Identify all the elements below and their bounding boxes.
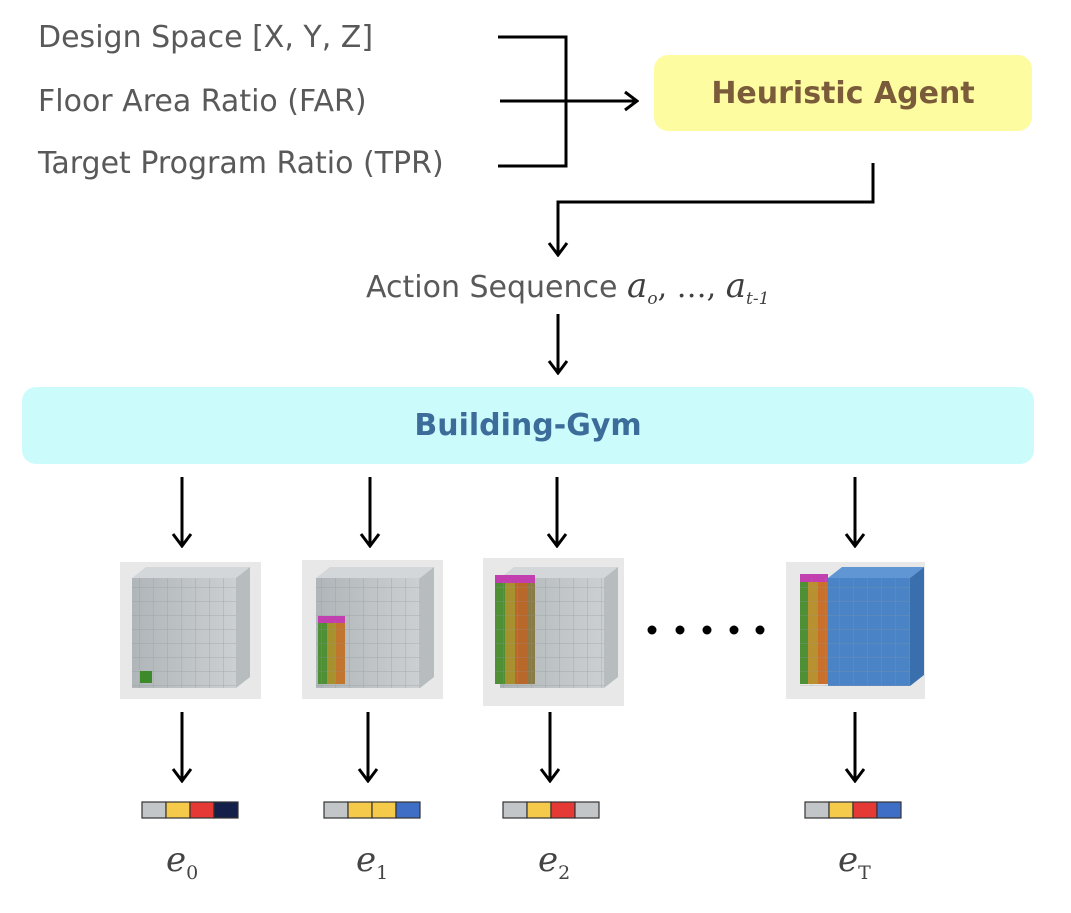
building-state-0-image xyxy=(120,562,261,699)
action-sequence-prefix: Action Sequence xyxy=(366,270,618,305)
heuristic-agent-label: Heuristic Agent xyxy=(711,75,975,111)
encoding-cell-2-0 xyxy=(502,801,528,819)
encoding-cell-1-1 xyxy=(347,801,373,819)
action-last-subscript: t-1 xyxy=(746,289,770,309)
sequence-gap-dots xyxy=(647,625,765,635)
state-subscript-eT: T xyxy=(858,861,871,884)
encoding-cell-0-1 xyxy=(165,801,191,819)
encoding-cell-3-0 xyxy=(804,801,830,819)
design-space-label: Design Space [X, Y, Z] xyxy=(38,20,374,55)
state-label-eT: eT xyxy=(838,840,871,884)
state-label-e2: e2 xyxy=(538,840,570,884)
encoding-cell-3-1 xyxy=(828,801,854,819)
action-first-symbol: a xyxy=(627,266,648,306)
action-separator: , xyxy=(657,270,668,305)
encoding-cell-2-1 xyxy=(526,801,552,819)
state-label-e0: e0 xyxy=(166,840,198,884)
heuristic-agent-box: Heuristic Agent xyxy=(654,55,1032,131)
state-label-e1: e1 xyxy=(356,840,388,884)
building-state-2-image xyxy=(483,558,624,706)
encoding-cell-1-0 xyxy=(323,801,349,819)
arrow-agent-to-actions xyxy=(558,163,875,255)
building-gym-label: Building-Gym xyxy=(414,408,642,443)
state-symbol-e2: e xyxy=(538,840,559,880)
encoding-cell-0-3 xyxy=(213,801,239,819)
encoding-cell-0-2 xyxy=(189,801,215,819)
state-symbol-eT: e xyxy=(838,840,859,880)
action-sequence-label: Action Sequence ao, …, at-1 xyxy=(366,266,769,309)
encoding-cell-3-3 xyxy=(876,801,902,819)
encoding-cell-2-2 xyxy=(550,801,576,819)
building-state-T-image xyxy=(786,562,925,699)
action-first-subscript: o xyxy=(647,289,658,309)
target-program-ratio-label: Target Program Ratio (TPR) xyxy=(38,146,444,181)
encoding-cell-0-0 xyxy=(141,801,167,819)
encoding-cell-1-3 xyxy=(395,801,421,819)
action-last-symbol: a xyxy=(725,266,747,306)
building-gym-box: Building-Gym xyxy=(22,387,1034,464)
action-ellipsis: …, xyxy=(667,270,717,305)
encoding-cell-1-2 xyxy=(371,801,397,819)
state-subscript-e0: 0 xyxy=(186,861,199,884)
floor-area-ratio-label: Floor Area Ratio (FAR) xyxy=(38,84,367,119)
state-symbol-e0: e xyxy=(166,840,187,880)
state-subscript-e1: 1 xyxy=(376,861,389,884)
building-state-1-image xyxy=(302,560,443,699)
encoding-cell-2-3 xyxy=(574,801,600,819)
encoding-cell-3-2 xyxy=(852,801,878,819)
state-symbol-e1: e xyxy=(356,840,377,880)
state-subscript-e2: 2 xyxy=(558,861,571,884)
